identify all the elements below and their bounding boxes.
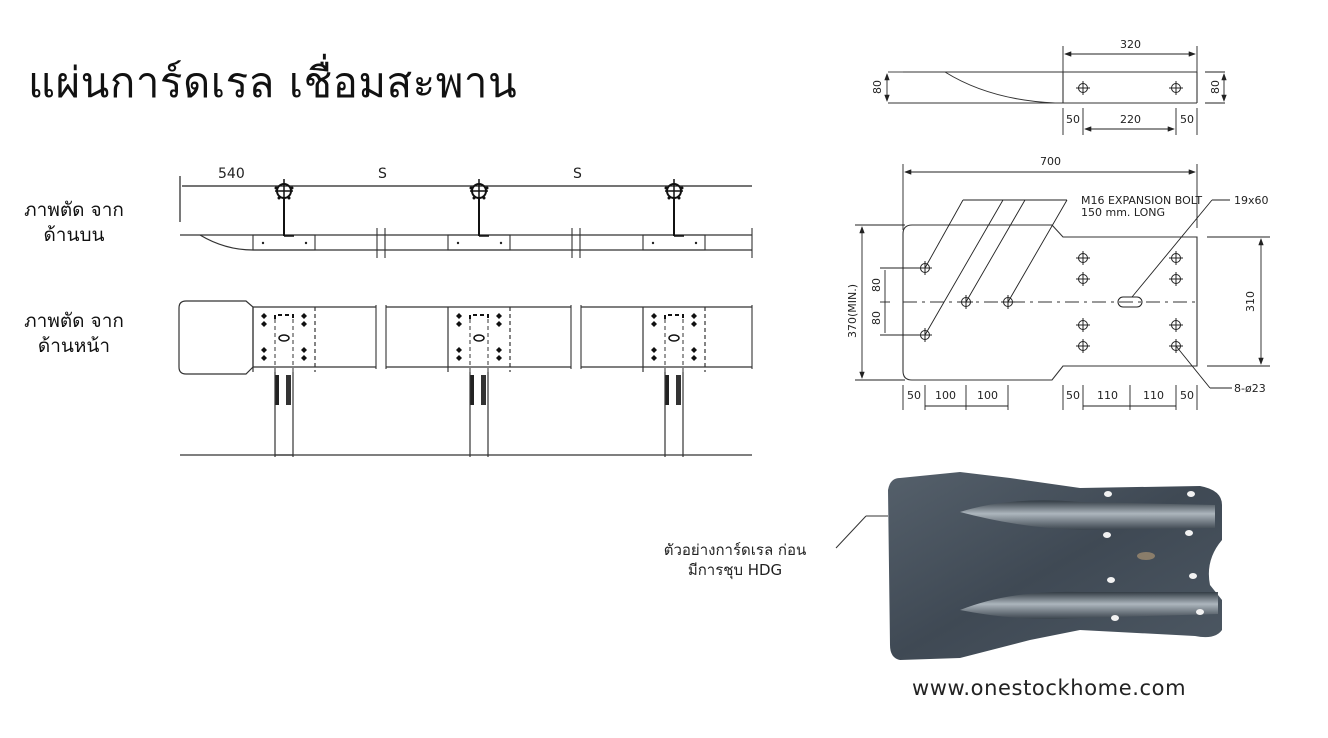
dim-310: 310: [1244, 291, 1257, 312]
dim-bottom-50b: 50: [1066, 389, 1080, 402]
bolt-note-line1: M16 EXPANSION BOLT: [1081, 194, 1202, 207]
photo-caption: ตัวอย่างการ์ดเรล ก่อน มีการชุบ HDG: [640, 540, 830, 580]
side-detail-drawing: 320 80 80 50 220 50: [871, 38, 1227, 135]
page-title: แผ่นการ์ดเรล เชื่อมสะพาน: [28, 58, 518, 107]
photo-caption-line1: ตัวอย่างการ์ดเรล ก่อน: [663, 541, 807, 559]
dim-bottom-100b: 100: [977, 389, 998, 402]
dim-80-upper: 80: [870, 278, 883, 292]
dim-50-a: 50: [1066, 113, 1080, 126]
top-view-label: ภาพตัด จาก ด้านบน: [14, 198, 134, 248]
dim-bottom-110b: 110: [1143, 389, 1164, 402]
holes-note: 8-ø23: [1234, 382, 1266, 395]
dim-s-2: S: [573, 166, 582, 182]
front-view-label: ภาพตัด จาก ด้านหน้า: [14, 309, 134, 359]
dim-50-b: 50: [1180, 113, 1194, 126]
website-url: www.onestockhome.com: [912, 676, 1187, 700]
photo-caption-line2: มีการชุบ HDG: [687, 561, 783, 579]
front-view-label-line1: ภาพตัด จาก: [24, 310, 124, 332]
slot-note: 19x60: [1234, 194, 1269, 207]
dim-s-1: S: [378, 166, 387, 182]
dim-320: 320: [1120, 38, 1141, 51]
dim-80-right: 80: [1209, 80, 1222, 94]
dim-220: 220: [1120, 113, 1141, 126]
dim-80-lower: 80: [870, 311, 883, 325]
dim-700: 700: [1040, 155, 1061, 168]
top-view-drawing: 540 S S: [179, 166, 753, 258]
top-view-label-line2: ด้านบน: [43, 224, 105, 246]
dim-bottom-100a: 100: [935, 389, 956, 402]
dim-bottom-50c: 50: [1180, 389, 1194, 402]
guardrail-photo: [835, 472, 1222, 660]
dim-540: 540: [218, 166, 245, 182]
dim-bottom-110a: 110: [1097, 389, 1118, 402]
plate-detail-drawing: 700 310 M16 EXPANSION BOLT 150 mm. LONG: [846, 155, 1270, 410]
front-view-drawing: [178, 300, 753, 458]
dim-bottom-50a: 50: [907, 389, 921, 402]
dim-80-left: 80: [871, 80, 884, 94]
top-view-label-line1: ภาพตัด จาก: [24, 199, 124, 221]
front-view-label-line2: ด้านหน้า: [37, 335, 111, 357]
dim-370-min: 370(MIN.): [846, 284, 859, 338]
bolt-note-line2: 150 mm. LONG: [1081, 206, 1165, 219]
